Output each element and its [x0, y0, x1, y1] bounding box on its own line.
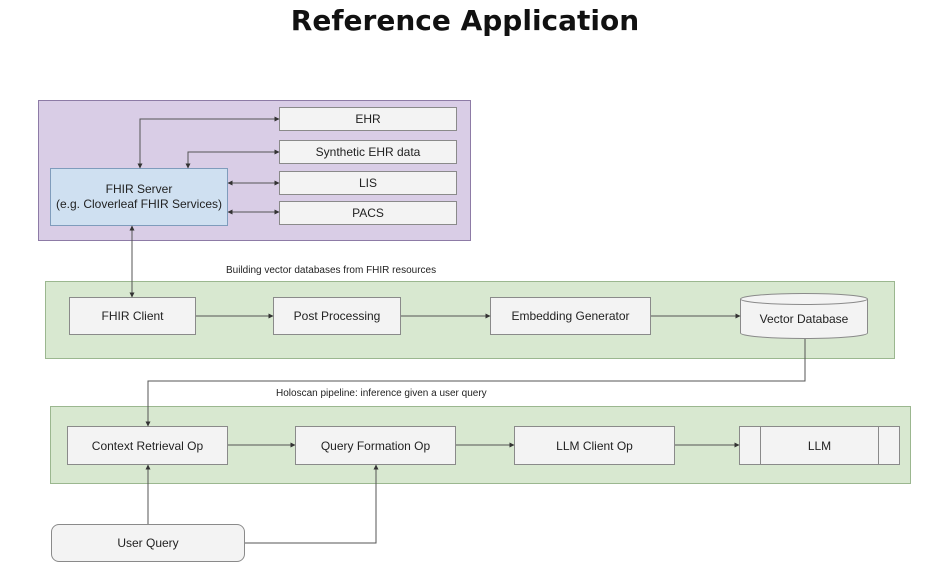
vectordb-context-edge [145, 339, 806, 427]
page-title: Reference Application [290, 4, 640, 37]
llm-client-node[interactable]: LLM Client Op [514, 426, 675, 465]
context-retrieval-node[interactable]: Context Retrieval Op [67, 426, 228, 465]
fhir-server-label: FHIR Server [105, 182, 173, 196]
fhir-server-synthetic-edge [185, 149, 280, 169]
post-processing-node[interactable]: Post Processing [273, 297, 401, 335]
vector-pipeline-caption: Building vector databases from FHIR reso… [226, 265, 437, 276]
llm-left-divider [760, 427, 761, 464]
llm-right-divider [878, 427, 879, 464]
userquery-queryform-edge [245, 464, 379, 544]
fhir-server-ehr-edge [137, 116, 280, 169]
embedding-generator-node[interactable]: Embedding Generator [490, 297, 651, 335]
synthetic-ehr-node[interactable]: Synthetic EHR data [279, 140, 457, 164]
user-query-node[interactable]: User Query [51, 524, 245, 562]
fhir-server-node[interactable]: FHIR Server (e.g. Cloverleaf FHIR Servic… [50, 168, 228, 226]
llm-label: LLM [807, 438, 832, 453]
database-cylinder-icon [740, 293, 868, 339]
fhir-client-node[interactable]: FHIR Client [69, 297, 196, 335]
llm-node[interactable]: LLM [739, 426, 900, 465]
lis-node[interactable]: LIS [279, 171, 457, 195]
pacs-node[interactable]: PACS [279, 201, 457, 225]
fhir-server-sublabel: (e.g. Cloverleaf FHIR Services) [55, 197, 223, 211]
holoscan-pipeline-caption: Holoscan pipeline: inference given a use… [276, 388, 487, 399]
vector-database-label: Vector Database [759, 312, 849, 326]
ehr-node[interactable]: EHR [279, 107, 457, 131]
vector-database-node[interactable]: Vector Database [740, 293, 868, 339]
